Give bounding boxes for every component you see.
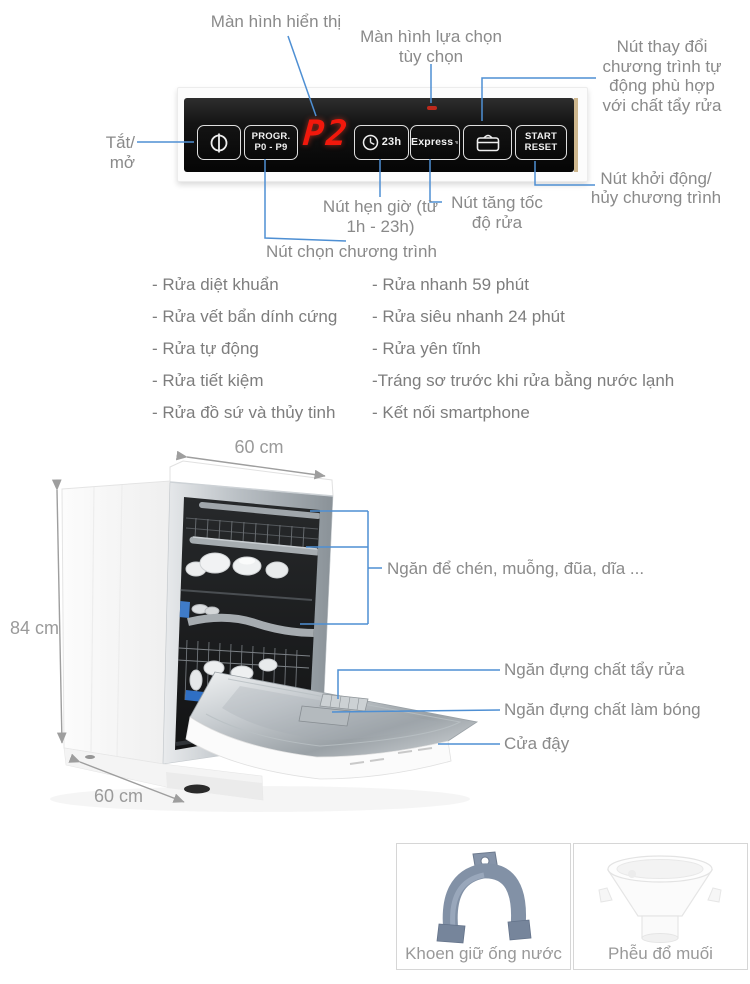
feature-item: - Rửa đồ sứ và thủy tinh [152, 403, 336, 422]
timer-button-label: 23h [381, 136, 402, 149]
detergent-dispenser [319, 693, 369, 712]
foot [184, 784, 210, 794]
timer-button: 23h [354, 125, 409, 160]
door-front-face [185, 716, 452, 780]
cabinet-side-panel [61, 480, 171, 765]
feature-list-right: - Rửa nhanh 59 phút - Rửa siêu nhanh 24 … [372, 269, 674, 429]
accessory-card-hose-holder: Khoen giữ ống nước [396, 843, 571, 970]
label-detergent-compartment: Ngăn đựng chất tẩy rửa [504, 660, 685, 679]
start-reset-button: START RESET [515, 125, 567, 160]
height-arrow [51, 479, 67, 744]
clock-icon [362, 134, 378, 151]
dish-basket-icon [476, 134, 499, 151]
salt-funnel-image [598, 855, 722, 943]
foot [85, 755, 95, 759]
label-auto-detergent-button: Nút thay đổi chương trình tự động phù hợ… [602, 37, 722, 115]
feature-list-left: - Rửa diệt khuẩn - Rửa vết bẩn dính cứng… [152, 269, 337, 429]
label-display-screen: Màn hình hiển thị [210, 12, 342, 31]
led-display: P2 [301, 114, 351, 154]
label-option-screen: Màn hình lựa chọn tùy chọn [360, 27, 502, 66]
cabinet-front-frame [162, 480, 334, 765]
label-program-select-button: Nút chọn chương trình [266, 242, 437, 261]
label-power-button: Tắt/ mở [105, 133, 135, 172]
feature-item: - Rửa siêu nhanh 24 phút [372, 307, 565, 326]
accessory-label: Khoen giữ ống nước [405, 944, 562, 963]
program-button-label-2: P0 - P9 [254, 141, 288, 153]
label-racks: Ngăn để chén, muỗng, đũa, dĩa ... [387, 559, 645, 578]
countertop [169, 460, 334, 497]
feature-item: -Tráng sơ trước khi rửa bằng nước lạnh [372, 371, 675, 390]
label-speed-button: Nút tăng tốc độ rửa [451, 193, 543, 232]
label-timer-button: Nút hẹn giờ (từ 1h - 23h) [322, 197, 439, 236]
dimension-width-label: 60 cm [234, 437, 284, 457]
detergent-program-button [463, 125, 512, 160]
open-door-tray [189, 671, 479, 758]
power-icon [210, 133, 228, 152]
label-door: Cửa đậy [504, 734, 570, 753]
express-button: Express [410, 125, 460, 160]
start-button-label-2: RESET [524, 141, 558, 153]
rinse-aid-dispenser [298, 705, 351, 727]
line-rinse-aid [331, 709, 501, 713]
feature-item: - Rửa yên tĩnh [372, 339, 481, 358]
interior-opening [175, 497, 320, 750]
accessory-label: Phễu đổ muối [608, 944, 713, 963]
start-button-label-1: START [525, 131, 557, 142]
express-button-label: Express [411, 136, 454, 149]
feature-item: - Rửa tiết kiệm [152, 371, 264, 390]
feature-item: - Rửa nhanh 59 phút [372, 275, 529, 294]
dimension-depth-label: 60 cm [94, 786, 144, 806]
label-start-cancel-button: Nút khởi động/ hủy chương trình [590, 169, 722, 207]
dimension-arrows [51, 450, 326, 803]
panel-gold-edge [574, 98, 578, 172]
power-button [197, 125, 241, 160]
dimension-height-label: 84 cm [10, 618, 60, 638]
program-button: PROGR. P0 - P9 [244, 125, 298, 160]
program-button-label-1: PROGR. [251, 131, 291, 142]
hose-holder-image [436, 851, 532, 944]
control-panel-black-strip: PROGR. P0 - P9 P2 23h Express [184, 98, 574, 172]
accessory-card-salt-funnel: Phễu đổ muối [573, 843, 748, 970]
control-panel: PROGR. P0 - P9 P2 23h Express [177, 87, 588, 182]
line-detergent [337, 669, 500, 699]
dishwasher-illustration [61, 460, 479, 801]
width-arrow [175, 450, 326, 480]
feature-item: - Kết nối smartphone [372, 403, 530, 422]
interior-racks [175, 497, 320, 746]
feature-item: - Rửa tự động [152, 339, 259, 358]
option-indicator-led [427, 106, 437, 110]
feature-item: - Rửa vết bẩn dính cứng [152, 307, 338, 326]
feature-item: - Rửa diệt khuẩn [152, 275, 279, 294]
line-racks-bracket [300, 510, 382, 625]
express-speed-icon [455, 141, 459, 144]
label-rinse-aid-compartment: Ngăn đựng chất làm bóng [504, 700, 701, 719]
